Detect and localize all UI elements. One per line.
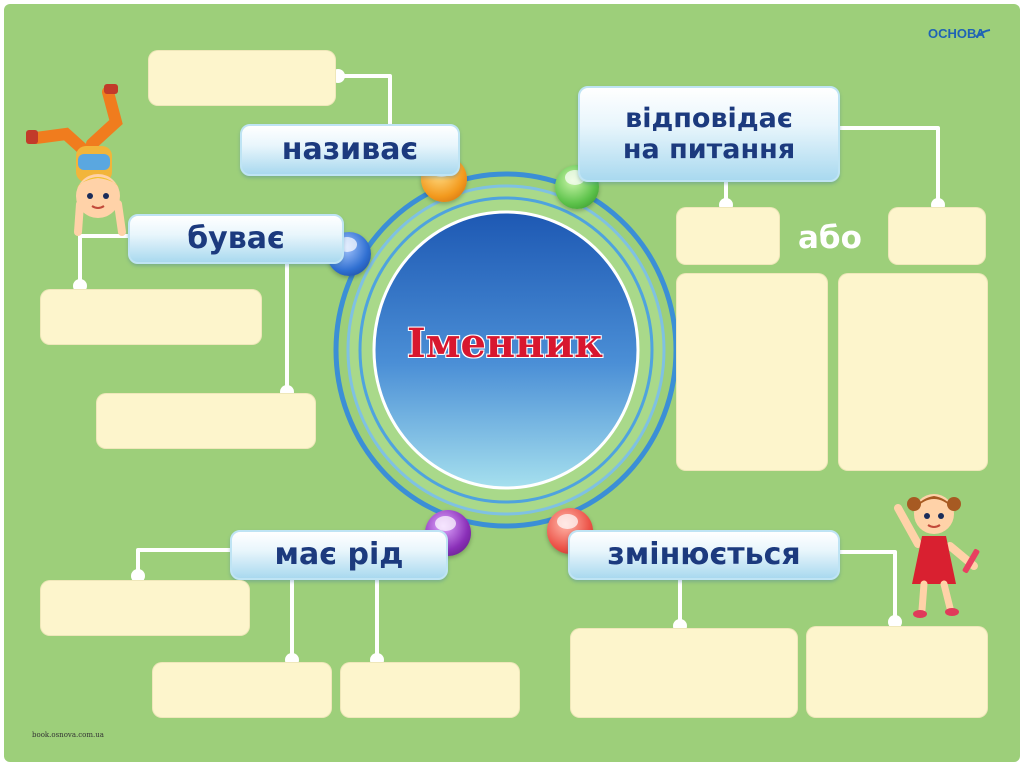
publisher-logo: ОСНОВА	[928, 26, 986, 41]
girl-waving-icon	[894, 494, 980, 618]
central-circle	[333, 171, 679, 529]
answer-box-gender-2[interactable]	[152, 662, 332, 718]
label-buvaye: буває	[128, 214, 344, 264]
publisher-logo-icon	[975, 29, 991, 38]
connector-dot	[888, 615, 902, 629]
label-maye-rid: має рід	[230, 530, 448, 580]
answer-box-changes-1[interactable]	[570, 628, 798, 718]
central-title: Іменник	[406, 320, 603, 367]
answer-box-gender-3[interactable]	[340, 662, 520, 718]
answer-box-question-1[interactable]	[676, 207, 780, 265]
connector-nazyvaye	[336, 74, 392, 130]
answer-box-nazyvaye[interactable]	[148, 50, 336, 106]
answer-box-question-2[interactable]	[888, 207, 986, 265]
label-nazyvaye: називає	[240, 124, 460, 176]
answer-box-buvaye-2[interactable]	[96, 393, 316, 449]
answer-box-changes-2[interactable]	[806, 626, 988, 718]
connector-zminyuyetsya-right	[834, 550, 897, 624]
answer-box-question-4[interactable]	[838, 273, 988, 471]
connector-maye-rid-left	[136, 548, 234, 580]
label-vidpovidaye: відповідає на питання	[578, 86, 840, 182]
connector-dot	[131, 569, 145, 583]
connector-buvaye-left	[78, 234, 134, 290]
conjunction-abo: або	[798, 220, 862, 256]
connector-vidpovidaye-right	[834, 126, 940, 207]
answer-box-question-3[interactable]	[676, 273, 828, 471]
answer-box-buvaye-1[interactable]	[40, 289, 262, 345]
boy-handstand-icon	[26, 84, 126, 236]
answer-box-gender-1[interactable]	[40, 580, 250, 636]
publisher-website: book.osnova.com.ua	[32, 731, 104, 739]
label-zminyuyetsya: змінюється	[568, 530, 840, 580]
